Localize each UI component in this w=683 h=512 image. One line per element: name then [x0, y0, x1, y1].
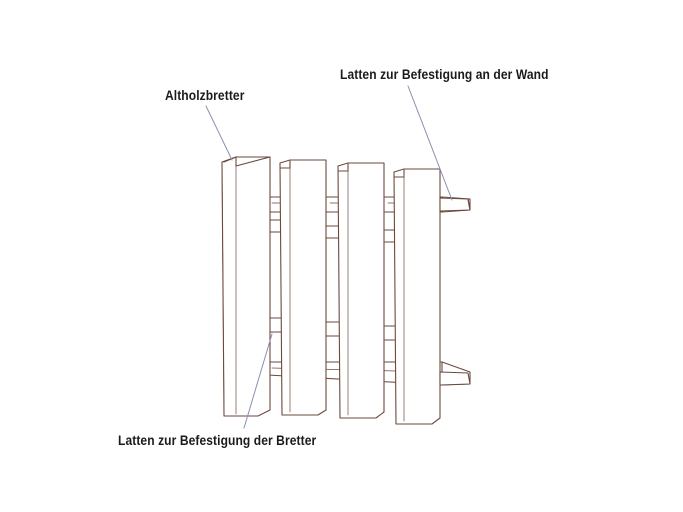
label-wall-battens: Latten zur Befestigung an der Wand — [340, 66, 549, 82]
label-board-battens: Latten zur Befestigung der Bretter — [118, 432, 317, 448]
leader-fixing — [243, 333, 273, 429]
label-altholzbretter: Altholzbretter — [165, 87, 245, 103]
leader-wall — [407, 85, 453, 201]
leader-boards — [205, 105, 233, 161]
board-2 — [279, 159, 327, 416]
board-4 — [393, 168, 441, 425]
board-1 — [221, 156, 271, 417]
boards — [221, 156, 441, 425]
batten-ends — [439, 197, 471, 386]
board-3 — [337, 162, 385, 419]
